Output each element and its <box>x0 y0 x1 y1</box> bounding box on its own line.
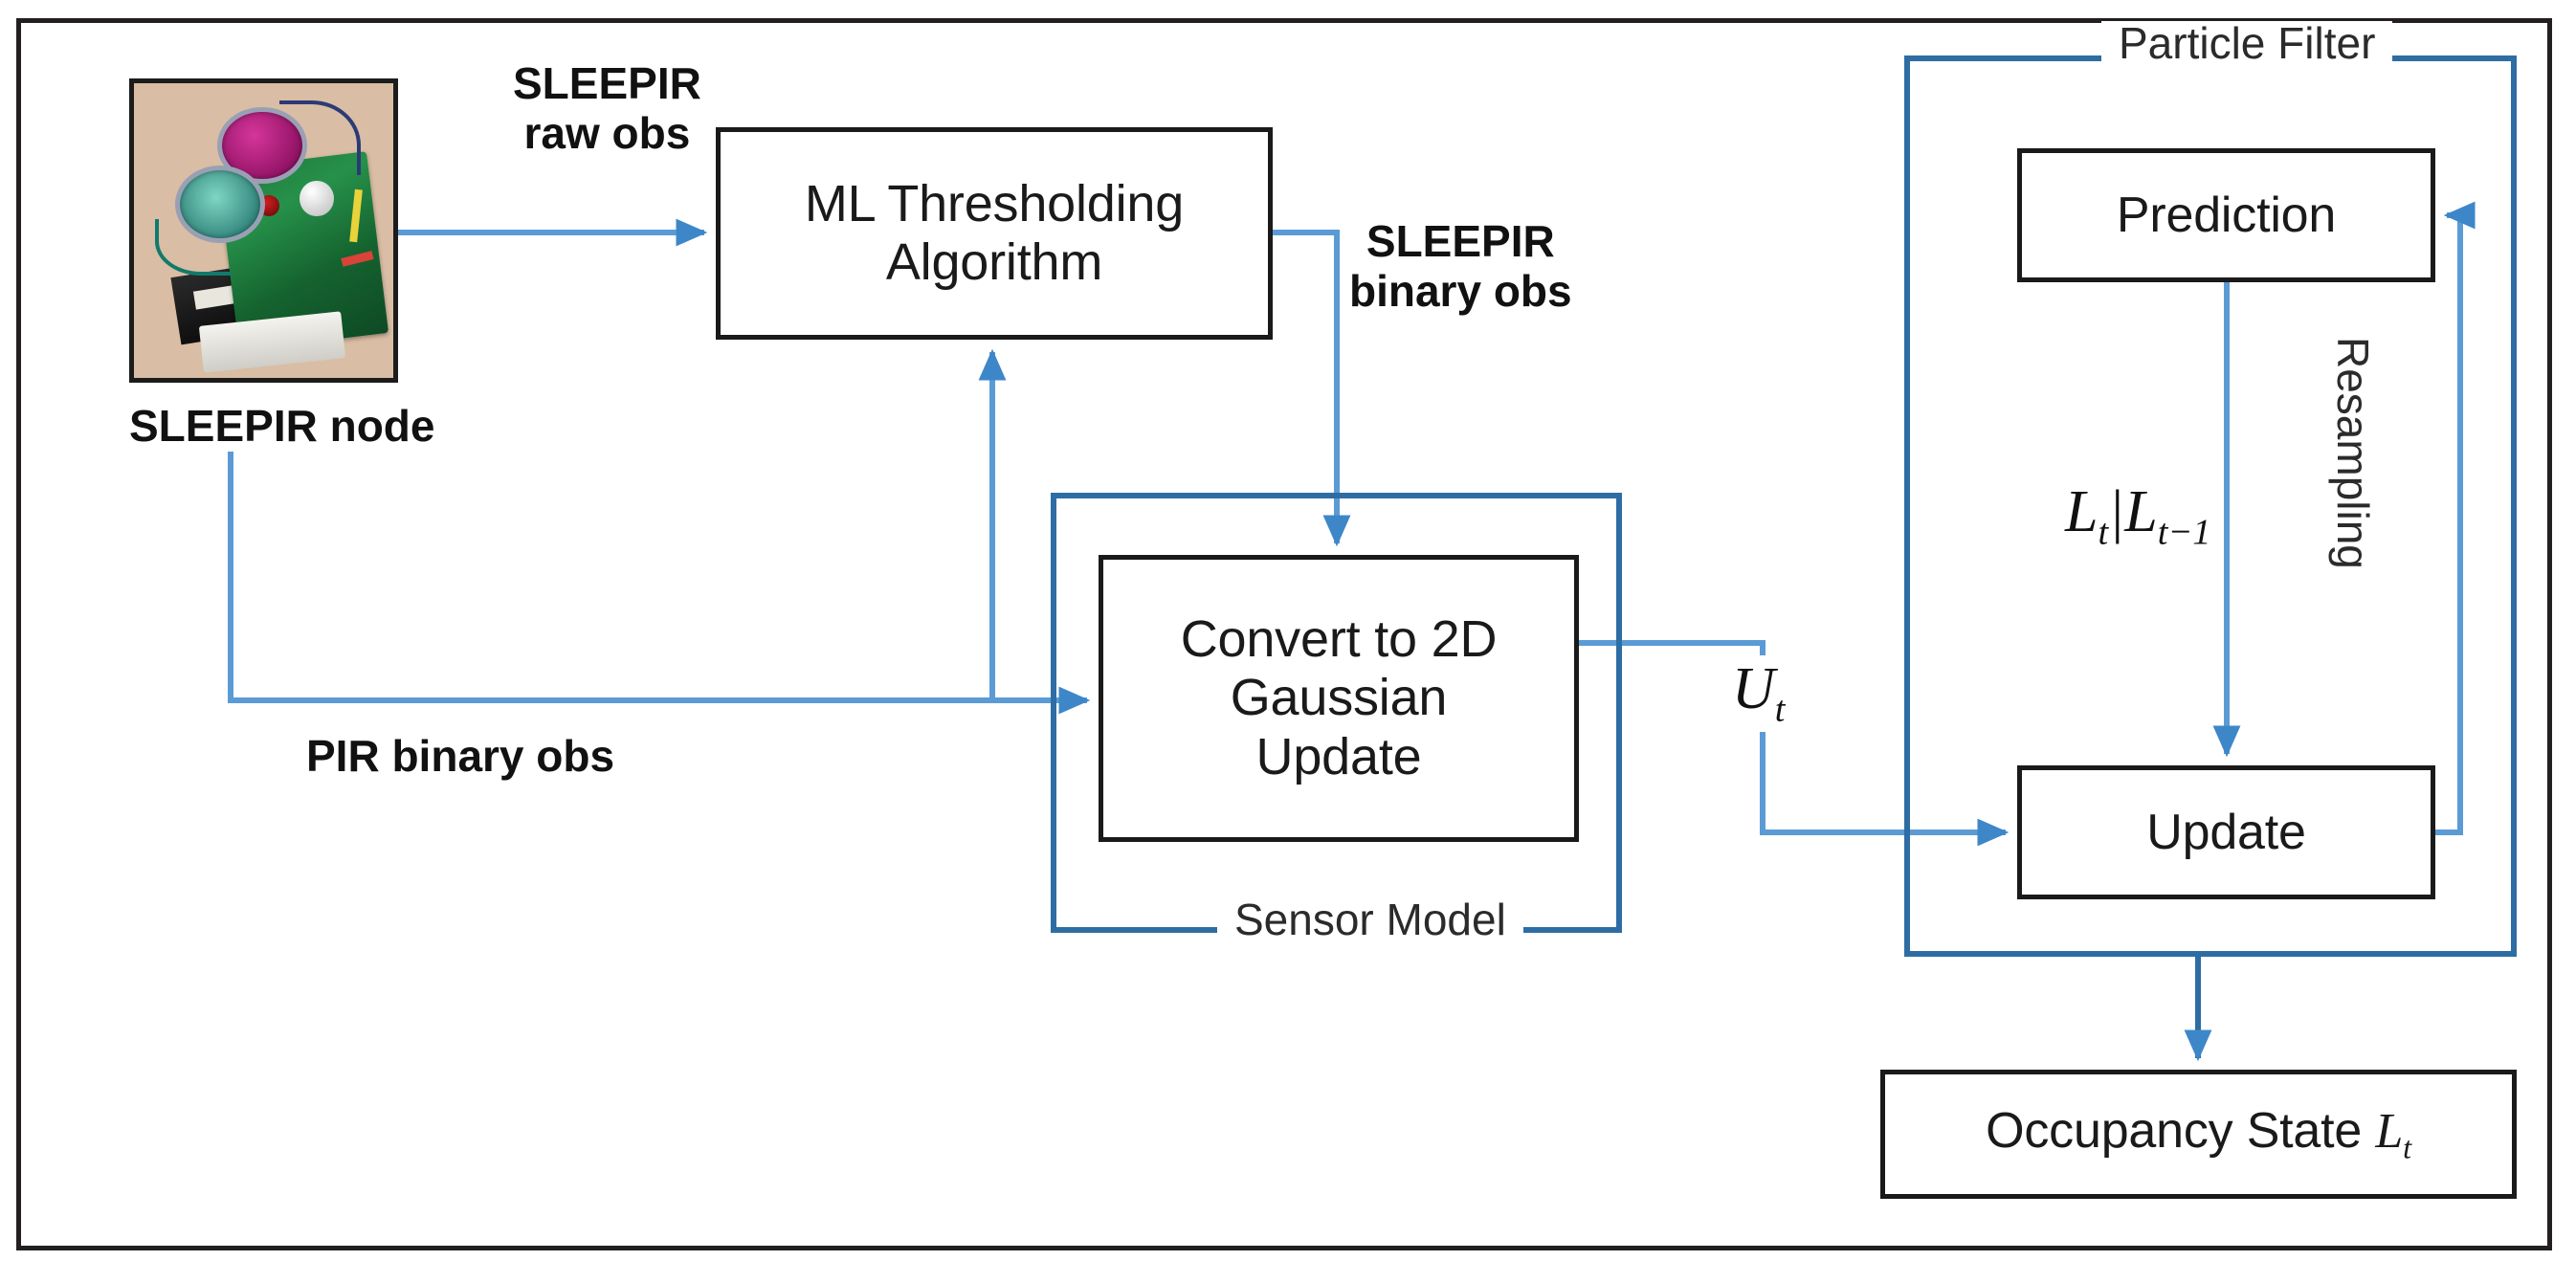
transition-subscript-2: t−1 <box>2157 512 2211 553</box>
photo-capacitor <box>300 180 334 216</box>
wire-sleepir-binary <box>1273 230 1351 547</box>
gaussian-line1: Convert to 2D <box>1180 610 1498 669</box>
photo-teal-wire <box>154 218 232 277</box>
occupancy-state-symbol: L <box>2375 1104 2404 1160</box>
transition-symbol-1: L <box>2065 479 2099 544</box>
wire-pir-binary <box>228 421 1091 715</box>
gaussian-line2: Gaussian <box>1230 669 1448 727</box>
sleepir-raw-obs-line2: raw obs <box>523 107 691 158</box>
wire-resampling <box>2435 201 2476 835</box>
sensor-model-group-label: Sensor Model <box>1217 897 1523 941</box>
sleepir-binary-obs-label: SLEEPIR binary obs <box>1349 216 1572 317</box>
ml-thresholding-line1: ML Thresholding <box>804 174 1185 232</box>
transition-probability-label: Lt|Lt−1 <box>2055 478 2221 555</box>
ml-thresholding-box[interactable]: ML Thresholding Algorithm <box>716 127 1273 340</box>
resampling-label: Resampling <box>2328 325 2378 581</box>
photo-lens-teal <box>175 166 266 244</box>
convert-to-2d-gaussian-update-box[interactable]: Convert to 2D Gaussian Update <box>1099 555 1579 842</box>
wire-u-t <box>1579 640 2010 847</box>
sleepir-raw-obs-line1: SLEEPIR <box>513 58 701 108</box>
transition-symbol-2: L <box>2124 479 2158 544</box>
u-t-symbol: U <box>1732 656 1775 721</box>
update-label: Update <box>2146 804 2306 860</box>
sleepir-node-photo <box>129 78 398 383</box>
sleepir-binary-obs-line1: SLEEPIR <box>1366 216 1555 266</box>
photo-blue-wire <box>278 100 362 176</box>
ml-thresholding-line2: Algorithm <box>885 233 1103 291</box>
transition-subscript-1: t <box>2098 512 2109 553</box>
sleepir-node-caption: SLEEPIR node <box>129 401 435 452</box>
sleepir-raw-obs-label: SLEEPIR raw obs <box>513 58 701 159</box>
prediction-box[interactable]: Prediction <box>2017 148 2435 282</box>
occupancy-state-label: Occupancy State <box>1986 1103 2376 1160</box>
sleepir-binary-obs-line2: binary obs <box>1349 265 1572 316</box>
transition-bar: | <box>2108 479 2125 544</box>
gaussian-line3: Update <box>1255 727 1422 785</box>
prediction-label: Prediction <box>2116 187 2337 243</box>
occupancy-state-box[interactable]: Occupancy State Lt <box>1880 1070 2517 1199</box>
particle-filter-group-label: Particle Filter <box>2101 21 2393 65</box>
pir-binary-obs-label: PIR binary obs <box>306 731 615 782</box>
occupancy-state-subscript: t <box>2403 1130 2411 1165</box>
u-t-label: Ut <box>1722 655 1795 732</box>
u-t-subscript: t <box>1774 689 1786 730</box>
update-box[interactable]: Update <box>2017 765 2435 899</box>
